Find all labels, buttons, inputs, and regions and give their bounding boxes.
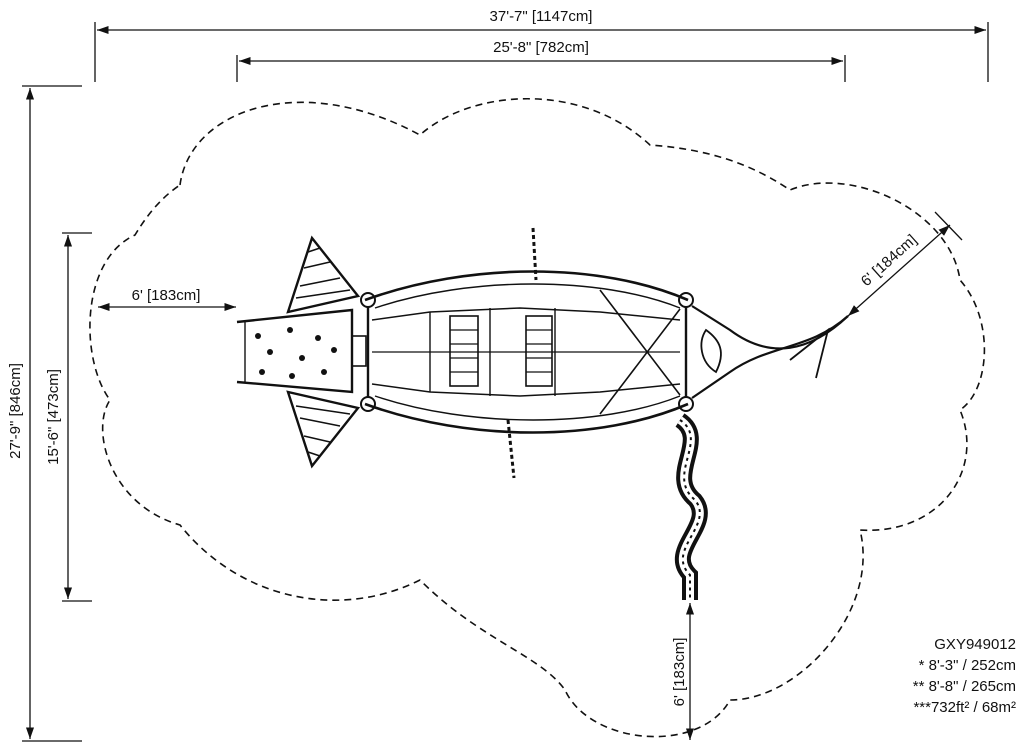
top-chain bbox=[531, 227, 538, 281]
spec-line-2: ** 8'-8" / 265cm bbox=[912, 678, 1016, 695]
structure-depth-label: 15'-6" [473cm] bbox=[45, 369, 62, 465]
play-structure bbox=[236, 227, 849, 600]
overall-width-dimension: 37'-7" [1147cm] bbox=[94, 8, 989, 82]
boat-hull-body bbox=[360, 270, 694, 434]
boat-bow bbox=[691, 305, 849, 399]
upper-fin-net bbox=[286, 235, 361, 314]
left-clearance-dimension: 6' [183cm] bbox=[98, 287, 236, 312]
overall-depth-dimension: 27'-9" [846cm] bbox=[7, 85, 82, 742]
bottom-chain bbox=[506, 419, 516, 479]
overall-width-label: 37'-7" [1147cm] bbox=[490, 8, 593, 25]
structure-depth-dimension: 15'-6" [473cm] bbox=[45, 232, 92, 602]
safety-zone-outline bbox=[89, 98, 986, 738]
spec-block: GXY949012 * 8'-3" / 252cm ** 8'-8" / 265… bbox=[913, 634, 1016, 718]
model-number: GXY949012 bbox=[934, 636, 1016, 653]
overall-depth-label: 27'-9" [846cm] bbox=[7, 363, 24, 459]
wavy-slide bbox=[674, 413, 708, 600]
rock-climbing-wall bbox=[236, 308, 367, 394]
bottom-clearance-dimension: 6' [183cm] bbox=[671, 603, 695, 740]
bottom-clearance-label: 6' [183cm] bbox=[671, 638, 688, 707]
spec-line-1: * 8'-3" / 252cm bbox=[918, 657, 1016, 674]
structure-width-label: 25'-8" [782cm] bbox=[493, 39, 589, 56]
lower-fin-net bbox=[286, 390, 361, 469]
left-clearance-label: 6' [183cm] bbox=[132, 287, 201, 304]
structure-width-dimension: 25'-8" [782cm] bbox=[236, 39, 846, 82]
right-clearance-dimension: 6' [184cm] bbox=[847, 211, 963, 317]
spec-line-3: ***732ft² / 68m² bbox=[913, 699, 1016, 716]
